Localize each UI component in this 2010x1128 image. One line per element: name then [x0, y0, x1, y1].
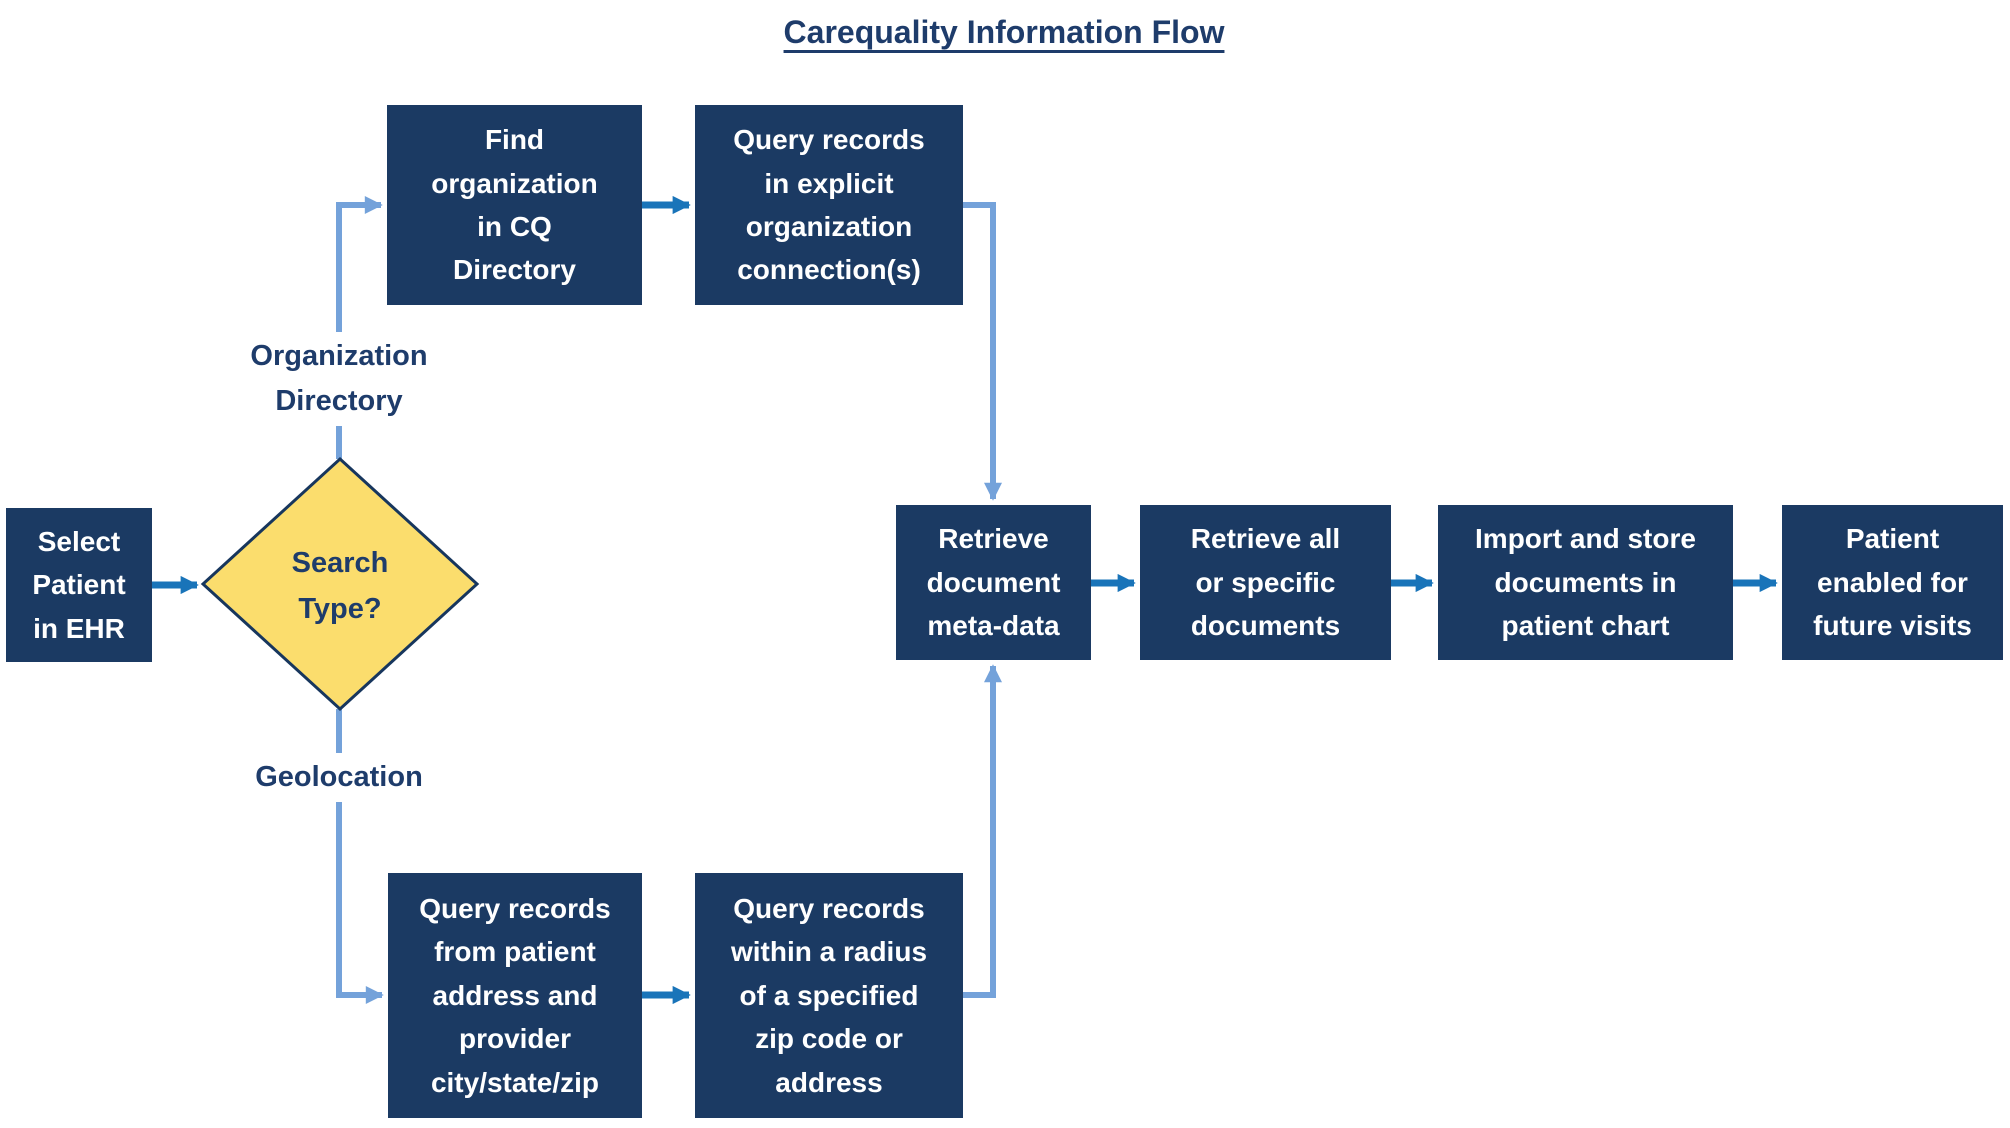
decision-search-type: Search Type?	[291, 546, 389, 625]
node-import-store-documents: Import and store documents in patient ch…	[1438, 505, 1733, 660]
node-patient-enabled: Patient enabled for future visits	[1782, 505, 2003, 660]
node-query-explicit-connections: Query records in explicit organization c…	[695, 105, 963, 305]
connector-query-explicit-to-retrieve-meta	[963, 202, 1002, 501]
connector-query-radius-to-retrieve-meta	[963, 664, 1002, 998]
branch-label-geolocation: Geolocation	[247, 753, 431, 802]
node-retrieve-metadata: Retrieve document meta-data	[896, 505, 1091, 660]
connector-decision-to-query-geo	[336, 709, 384, 1004]
node-retrieve-documents: Retrieve all or specific documents	[1140, 505, 1391, 660]
page-title: Carequality Information Flow	[783, 14, 1225, 50]
node-select-patient: Select Patient in EHR	[6, 508, 152, 662]
node-query-geolocation: Query records from patient address and p…	[388, 873, 642, 1118]
decision-diamond-shape	[200, 456, 480, 712]
node-find-organization: Find organization in CQ Directory	[387, 105, 642, 305]
node-query-radius: Query records within a radius of a speci…	[695, 873, 963, 1118]
branch-label-organization-directory: Organization Directory	[242, 332, 436, 426]
